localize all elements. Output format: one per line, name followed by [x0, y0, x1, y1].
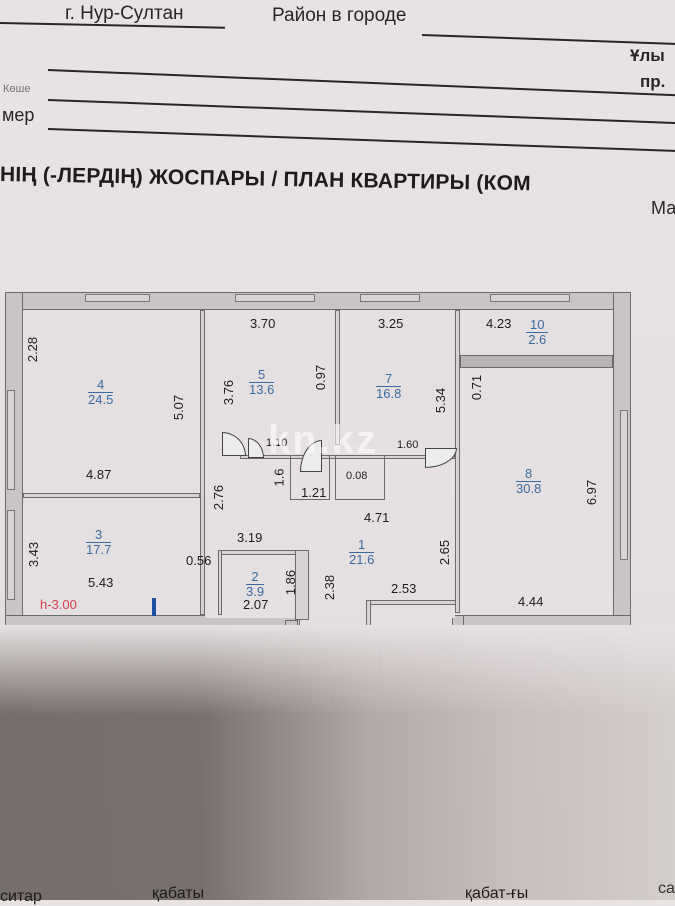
interior-wall: [218, 550, 222, 615]
scale-label: Ма: [651, 198, 675, 218]
room-3: [23, 498, 218, 615]
dimension: 1.60: [397, 439, 419, 451]
dimension: 6.97: [584, 479, 600, 506]
dimension: 1.86: [283, 569, 299, 596]
window: [85, 294, 150, 302]
room-5: [205, 310, 335, 440]
dimension: 2.07: [243, 597, 269, 612]
dimension: 4.87: [86, 467, 112, 482]
footer-far-right-text: са: [658, 880, 675, 897]
dimension: 2.76: [211, 484, 227, 511]
dimension: 3.25: [378, 316, 404, 331]
dimension: 4.44: [518, 594, 544, 609]
dimension: 5.07: [171, 394, 187, 421]
dimension: 0.71: [469, 374, 485, 401]
interior-wall: [200, 310, 205, 615]
interior-wall: [460, 355, 613, 368]
row2-label: Көше: [3, 83, 31, 95]
page-shadow-fade: [0, 625, 675, 715]
interior-wall: [23, 493, 200, 498]
window: [490, 294, 570, 302]
footer-middle-text: қабаты: [152, 885, 205, 902]
room-8: [460, 368, 610, 613]
door-swing: [425, 448, 457, 468]
dimension: 0.56: [186, 553, 212, 568]
dimension: 2.65: [437, 539, 453, 566]
watermark: kn.kz: [268, 418, 379, 462]
dimension: 3.43: [26, 541, 42, 568]
city-field: г. Нур-Султан: [65, 3, 184, 24]
footer-left-text: ситар: [0, 888, 42, 905]
dimension: 3.19: [237, 530, 263, 545]
interior-wall: [335, 455, 385, 500]
dimension: 1.21: [301, 485, 327, 500]
dimension: 2.53: [391, 581, 417, 596]
dimension: 5.34: [433, 387, 449, 414]
street-label-ru: пр.: [640, 72, 666, 91]
district-label: Район в городе: [272, 5, 407, 26]
window: [7, 510, 15, 600]
window: [620, 410, 628, 560]
dimension: 4.71: [364, 510, 390, 525]
ceiling-height-label: h-3.00: [40, 597, 77, 612]
door-swing: [248, 438, 264, 458]
dimension: 2.38: [322, 574, 338, 601]
dimension: 3.76: [221, 379, 237, 406]
dimension: 3.70: [250, 316, 276, 331]
dimension: 2.28: [25, 336, 41, 363]
interior-wall: [295, 550, 309, 620]
dimension: 5.43: [88, 575, 114, 590]
marker: [152, 598, 156, 616]
interior-wall: [366, 600, 456, 605]
window: [7, 390, 15, 490]
window: [235, 294, 315, 302]
room-7: [340, 310, 455, 445]
dimension: 0.97: [313, 364, 329, 391]
dimension: 1.10: [266, 437, 288, 449]
dimension: 4.23: [486, 316, 512, 331]
dimension: 0.08: [346, 470, 368, 482]
dimension: 1.6: [271, 468, 287, 487]
row3-label: мер: [2, 105, 35, 125]
interior-wall: [335, 310, 340, 445]
room-4: [23, 310, 200, 493]
footer-right-text: қабат-ғы: [465, 885, 529, 902]
window: [360, 294, 420, 302]
street-label-kz: Ұлы: [630, 46, 665, 65]
interior-wall: [455, 310, 460, 613]
